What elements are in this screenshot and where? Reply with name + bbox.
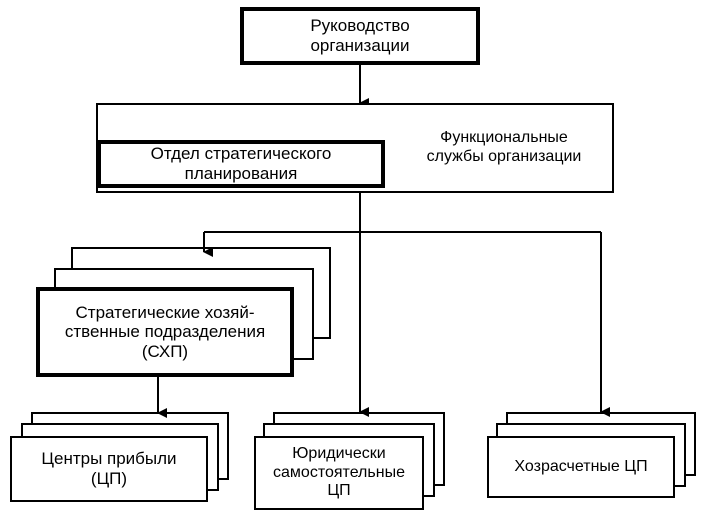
shp-box: Стратегические хозяй- ственные подраздел… bbox=[36, 287, 294, 377]
management-label: Руководство организации bbox=[310, 16, 410, 55]
strategic-planning-label: Отдел стратегического планирования bbox=[150, 144, 332, 183]
self-financing-box: Хозрасчетные ЦП bbox=[487, 436, 675, 498]
legal-cp-label: Юридически самостоятельные ЦП bbox=[273, 445, 405, 500]
profit-centers-box: Центры прибыли (ЦП) bbox=[10, 436, 208, 502]
legal-cp-box: Юридически самостоятельные ЦП bbox=[254, 436, 424, 510]
strategic-planning-box: Отдел стратегического планирования bbox=[97, 140, 385, 188]
profit-centers-label: Центры прибыли (ЦП) bbox=[41, 449, 177, 488]
shp-label: Стратегические хозяй- ственные подраздел… bbox=[64, 302, 266, 361]
management-box: Руководство организации bbox=[240, 7, 480, 65]
self-financing-label: Хозрасчетные ЦП bbox=[514, 457, 648, 475]
functional-services-label: Функциональные службы организации bbox=[426, 129, 582, 166]
